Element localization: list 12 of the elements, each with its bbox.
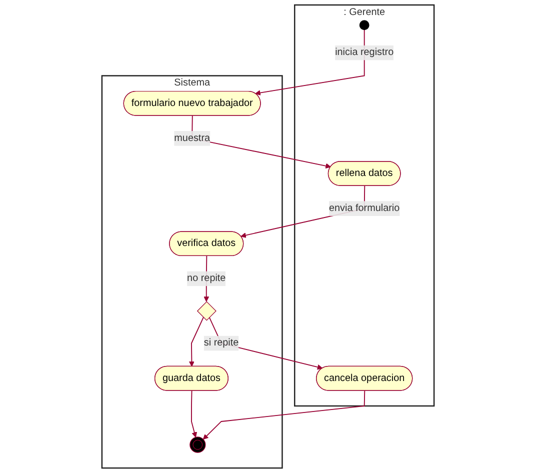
- arrow: [191, 390, 198, 438]
- arrow: [202, 390, 366, 440]
- arrow: [188, 316, 204, 367]
- edge-label: muestra: [174, 132, 210, 144]
- edge-label: si repite: [204, 338, 239, 348]
- node-diamond: [196, 301, 216, 321]
- edge-label: no repite: [187, 273, 226, 284]
- arrow: [255, 29, 365, 96]
- edge-label: inicia registro: [335, 47, 394, 58]
- node-circle: [359, 20, 370, 30]
- node-circle: [190, 436, 206, 453]
- edge-label: envia formulario: [329, 202, 400, 214]
